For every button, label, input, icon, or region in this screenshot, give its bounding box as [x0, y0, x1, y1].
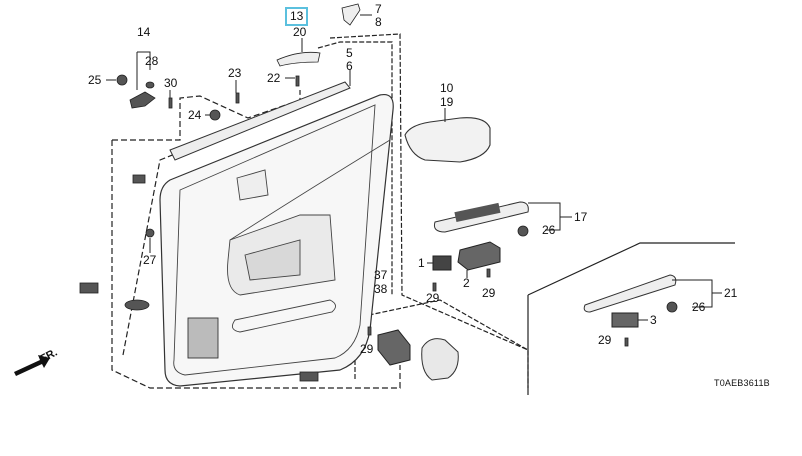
part-label-17[interactable]: 17	[574, 210, 588, 224]
part-label-23[interactable]: 23	[228, 66, 242, 80]
part-label-37[interactable]: 37	[374, 268, 388, 282]
screw-23	[235, 92, 240, 104]
window-switch-bottom	[377, 329, 411, 366]
door-sash-molding	[169, 81, 351, 161]
part-label-13[interactable]: 13	[284, 7, 309, 26]
part-label-2[interactable]: 2	[463, 276, 470, 290]
part-label-29-d[interactable]: 29	[598, 333, 612, 347]
part-label-29-c[interactable]: 29	[360, 342, 374, 356]
part-label-29-b[interactable]: 29	[482, 286, 496, 300]
part-label-27[interactable]: 27	[143, 253, 157, 267]
part-label-1[interactable]: 1	[418, 256, 425, 270]
inner-handle-bezel	[421, 338, 459, 381]
bracket-14	[129, 91, 156, 109]
clip-left-upper	[132, 174, 146, 184]
assembly-frame-left	[111, 140, 401, 389]
switch-panel-17-buttons	[454, 202, 501, 223]
screw-29d	[624, 337, 629, 347]
switch-frame	[354, 299, 529, 351]
part-label-25[interactable]: 25	[88, 73, 102, 87]
switch-3	[611, 312, 639, 328]
switch-panel-21	[583, 274, 677, 313]
screw-29c	[367, 326, 372, 336]
part-label-26-lower[interactable]: 26	[692, 300, 706, 314]
screw-30	[168, 97, 173, 109]
switch-panel-17	[434, 201, 529, 233]
part-label-28[interactable]: 28	[145, 54, 159, 68]
clip-28	[145, 81, 155, 89]
armrest	[404, 117, 491, 163]
clip-bottom	[299, 371, 319, 382]
clip-lower-mid	[124, 299, 150, 311]
screw-22	[295, 75, 300, 87]
subassembly-frame-21	[527, 242, 735, 395]
part-label-30[interactable]: 30	[164, 76, 178, 90]
clip-25	[116, 74, 128, 86]
part-label-5[interactable]: 5	[346, 46, 353, 60]
part-label-24[interactable]: 24	[188, 108, 202, 122]
part-label-3[interactable]: 3	[650, 313, 657, 327]
switch-1	[432, 255, 452, 271]
screw-29b	[486, 268, 491, 278]
part-label-8[interactable]: 8	[375, 15, 382, 29]
trim-cover-20	[276, 51, 321, 67]
clip-26a	[517, 225, 529, 237]
part-label-21[interactable]: 21	[724, 286, 738, 300]
power-window-master-switch	[457, 241, 501, 271]
clip-27	[145, 228, 155, 238]
part-label-20[interactable]: 20	[293, 25, 307, 39]
trim-7-8	[341, 3, 361, 26]
part-label-26-upper[interactable]: 26	[542, 223, 556, 237]
part-label-10[interactable]: 10	[440, 81, 454, 95]
part-label-22[interactable]: 22	[267, 71, 281, 85]
part-label-14[interactable]: 14	[137, 25, 151, 39]
part-label-29-a[interactable]: 29	[426, 291, 440, 305]
screw-29a	[432, 282, 437, 292]
front-direction-arrow	[14, 355, 50, 376]
clip-left-lower	[79, 282, 99, 294]
clip-26b	[666, 301, 678, 313]
panel-frame-right-inner	[317, 41, 393, 295]
part-label-6[interactable]: 6	[346, 59, 353, 73]
panel-frame-right	[329, 33, 529, 388]
part-label-38[interactable]: 38	[374, 282, 388, 296]
part-label-7[interactable]: 7	[375, 2, 382, 16]
diagram-code: T0AEB3611B	[714, 378, 770, 388]
clip-24	[209, 109, 221, 121]
part-label-19[interactable]: 19	[440, 95, 454, 109]
